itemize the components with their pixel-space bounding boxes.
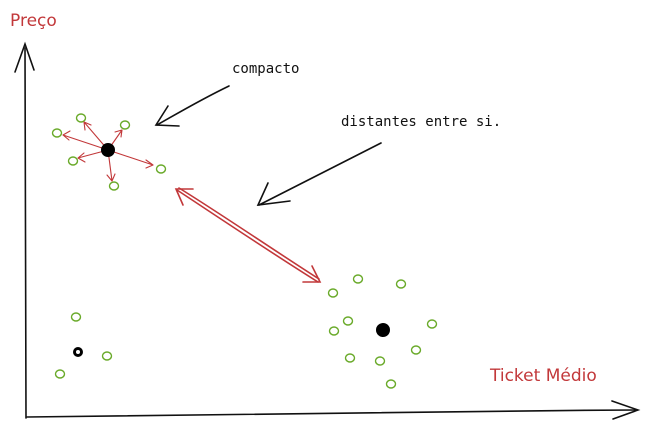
cluster-bottom-left	[54, 312, 113, 379]
cluster-bottom-right	[327, 274, 438, 389]
distance-arrowhead-end	[302, 265, 322, 283]
cluster-top-left-points	[51, 113, 167, 191]
data-point	[54, 369, 66, 379]
data-point	[101, 351, 113, 361]
data-point	[108, 181, 120, 191]
data-point	[70, 312, 82, 322]
data-point	[374, 356, 386, 366]
cluster-bottom-right-points	[327, 274, 438, 389]
distance-line	[176, 189, 319, 283]
data-point	[67, 156, 79, 166]
spoke	[107, 149, 154, 169]
data-point	[328, 326, 340, 336]
distance-arrowhead-start	[174, 188, 194, 206]
cluster-bottom-left-points	[54, 312, 113, 379]
data-point	[395, 279, 407, 289]
distant-pointer-line	[258, 142, 382, 206]
x-axis-label: Ticket Médio	[489, 366, 597, 386]
centroid-highlight	[76, 350, 80, 354]
x-axis-line	[26, 409, 637, 418]
distance-line-double	[178, 187, 320, 280]
centroid-spokes	[62, 121, 154, 182]
annotation-distant: distantes entre si.	[341, 114, 501, 130]
data-point	[75, 113, 87, 123]
data-point	[352, 274, 364, 284]
data-point	[119, 120, 131, 130]
centroid	[101, 143, 115, 157]
y-axis-line	[24, 47, 27, 419]
data-point	[51, 128, 63, 138]
compact-pointer-head	[154, 105, 180, 127]
data-point	[385, 379, 397, 389]
y-axis-arrowhead	[14, 41, 35, 73]
distant-pointer-head	[256, 182, 291, 206]
spoke	[62, 130, 109, 151]
x-axis-arrowhead	[611, 400, 641, 420]
cluster-top-left	[51, 113, 167, 191]
inter-cluster-distance-arrow	[174, 187, 322, 283]
y-axis-label: Preço	[10, 11, 57, 31]
data-point	[155, 164, 167, 174]
compact-pointer-line	[156, 85, 230, 126]
data-point	[327, 288, 339, 298]
annotation-compact: compacto	[232, 61, 299, 77]
data-point	[426, 319, 438, 329]
data-point	[342, 316, 354, 326]
data-point	[410, 345, 422, 355]
data-point	[344, 353, 356, 363]
axes	[14, 41, 641, 420]
centroid	[376, 323, 390, 337]
pointer-arrows	[154, 85, 382, 206]
